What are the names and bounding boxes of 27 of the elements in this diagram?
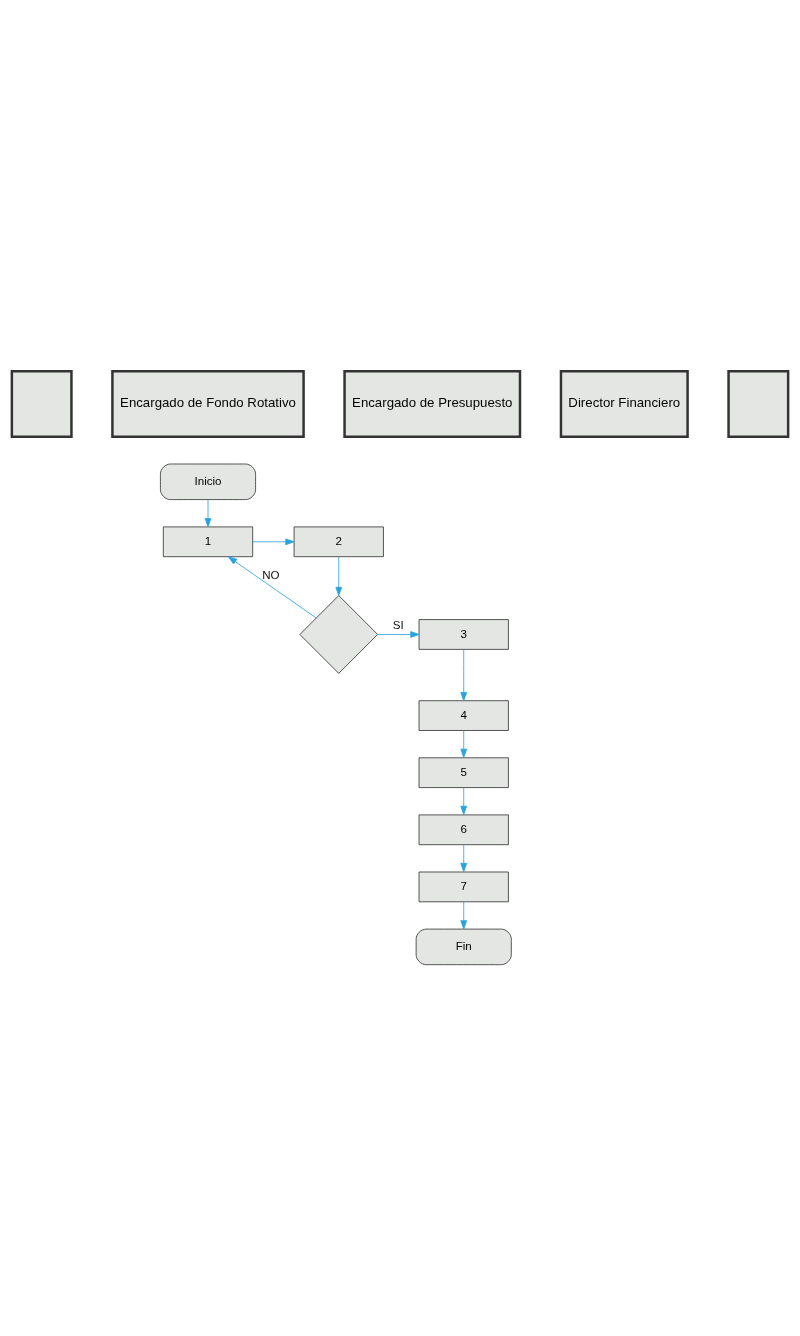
node-box: 1 (162, 526, 254, 558)
edge-label: NO (262, 569, 280, 582)
arrow (228, 556, 317, 619)
arrow (460, 901, 468, 930)
edge-label: SI (392, 618, 404, 631)
node-box: Fin (415, 928, 512, 966)
node-box: Encargado de Presupuesto (343, 370, 522, 438)
arrow (204, 499, 212, 528)
arrow (460, 649, 468, 702)
arrow (460, 844, 468, 873)
node-diamond (299, 595, 379, 674)
node-box: 6 (418, 814, 509, 846)
arrow (252, 538, 295, 546)
arrow (377, 631, 420, 638)
arrow (335, 556, 343, 596)
node-box: 3 (418, 619, 509, 650)
node-box: 2 (293, 526, 384, 558)
node-box (727, 370, 790, 438)
node-box: 5 (418, 757, 509, 788)
node-box (10, 370, 73, 438)
node-box: 4 (418, 700, 509, 731)
node-box: Encargado de Fondo Rotativo (111, 370, 305, 438)
node-box: Director Financiero (559, 370, 689, 438)
arrow (460, 787, 468, 815)
node-box: Inicio (160, 463, 256, 500)
node-box: 7 (418, 871, 509, 903)
arrow (460, 730, 468, 758)
